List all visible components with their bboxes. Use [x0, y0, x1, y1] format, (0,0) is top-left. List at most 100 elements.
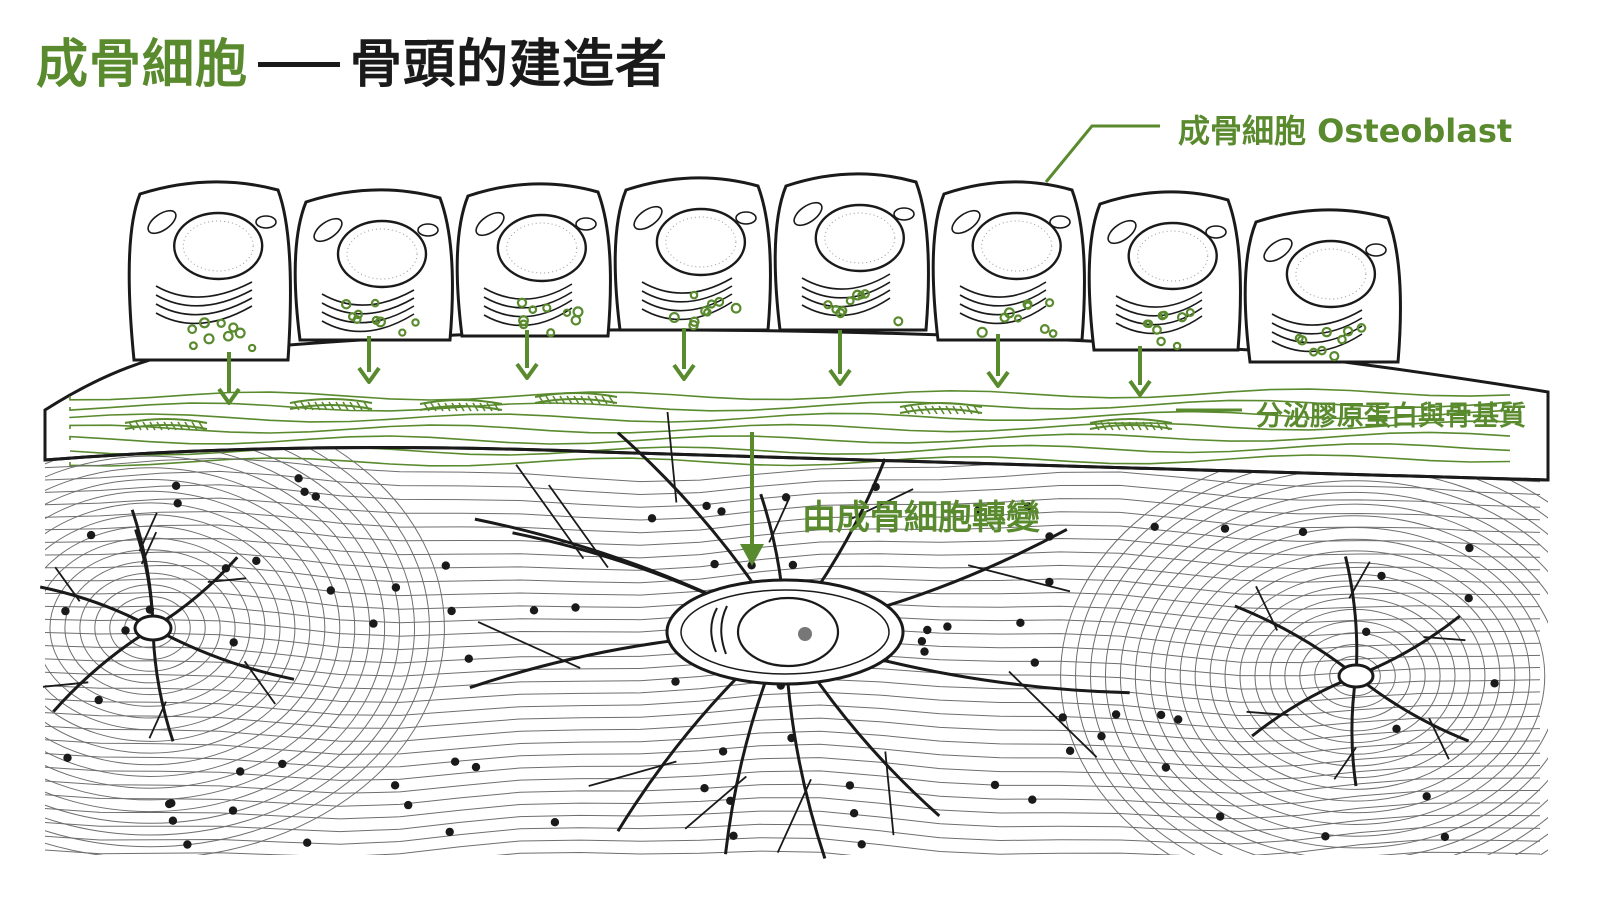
osteoblast-cell: [293, 188, 454, 342]
bone-dot: [1216, 812, 1225, 821]
bone-dot: [1362, 627, 1371, 636]
secretion-granule: [860, 289, 870, 299]
bone-dot: [700, 784, 709, 793]
bone-dot: [168, 816, 178, 825]
collagen-fibers: [124, 392, 1173, 431]
secretion-granule: [1156, 336, 1166, 347]
osteocyte-center: [469, 411, 1130, 859]
secretion-granule: [1342, 326, 1354, 337]
secretion-granule: [1356, 323, 1367, 333]
bone-dot: [1023, 502, 1033, 511]
secretion-granule: [411, 318, 420, 327]
secretion-granule: [1176, 312, 1188, 323]
secretion-granule: [187, 324, 198, 335]
secretion-granule: [1321, 326, 1332, 338]
title-highlight: 成骨細胞: [36, 35, 249, 95]
bone-dot: [550, 818, 560, 827]
bone-dot: [729, 831, 738, 840]
bone-dot: [1298, 527, 1308, 537]
bone-dot: [171, 481, 181, 490]
bone-dot: [647, 514, 657, 523]
bone-dot: [165, 799, 174, 809]
bone-dot: [228, 806, 238, 815]
secretion-arrow: [1128, 346, 1152, 397]
secretion-granule: [1152, 325, 1162, 335]
secretion-granule: [976, 326, 988, 338]
bone-dot: [990, 780, 1000, 790]
bone-dot: [1321, 832, 1330, 841]
osteoblast-cell: [455, 182, 612, 338]
secretion-granule: [375, 316, 386, 328]
secretion-granule: [703, 308, 712, 317]
secretion-granule: [1022, 299, 1033, 310]
secretion-granule: [893, 316, 904, 327]
osteoid-layer: [43, 328, 1550, 482]
secretion-granule: [1048, 329, 1058, 338]
secretion-granule: [857, 291, 866, 300]
bone-dot: [278, 759, 287, 769]
bone-dot: [718, 747, 728, 756]
secretion-arrow: [828, 330, 852, 386]
secretion-granule: [1309, 347, 1319, 357]
collagen-fiber: [1089, 418, 1173, 431]
bone-dot: [1392, 724, 1401, 733]
secretion-arrow: [217, 352, 241, 405]
osteoblast-label: 成骨細胞 Osteoblast: [1178, 112, 1513, 150]
bone-dot: [788, 560, 798, 570]
bone-dot: [943, 622, 952, 631]
bone-dot: [1490, 679, 1499, 688]
osteoblast-cell: [773, 172, 930, 332]
secretion-granule: [730, 302, 742, 314]
bone-dot: [391, 583, 401, 592]
secretion-granule: [234, 327, 246, 339]
bone-dot: [445, 827, 454, 837]
secretion-granule: [228, 322, 239, 333]
secretion-granule: [845, 296, 855, 306]
secretion-granule: [1337, 334, 1347, 345]
bone-dot: [471, 762, 481, 772]
secretion-granule: [188, 341, 198, 351]
osteoblast-nucleus: [655, 207, 747, 277]
bone-dot: [920, 647, 929, 656]
collagen-fiber: [124, 418, 208, 431]
secretion-granule: [1013, 314, 1023, 323]
bone-dot: [86, 530, 96, 540]
osteoblast-nucleus: [1127, 221, 1218, 291]
secretion-granule: [1329, 350, 1340, 362]
osteoblast-cell: [127, 180, 292, 362]
bone-dot: [300, 487, 309, 496]
bone-dot: [1058, 713, 1068, 722]
bone-dot: [710, 559, 719, 569]
osteocyte-left: [39, 509, 295, 742]
secretion-granule: [340, 298, 352, 310]
secretion-granule: [1045, 298, 1055, 308]
bone-dot: [571, 603, 580, 612]
bone-dot: [717, 507, 726, 516]
bone-dot: [529, 606, 539, 615]
secretion-granule: [562, 308, 572, 318]
osteoblast-nucleus: [336, 219, 428, 289]
bone-dot: [1097, 732, 1106, 741]
transform-label: 由成骨細胞轉變: [802, 498, 1040, 538]
bone-dot: [94, 695, 103, 705]
bone-dot: [441, 561, 450, 570]
secretion-granule: [700, 305, 711, 317]
secretion-granule: [516, 297, 528, 308]
bone-dot: [917, 637, 927, 646]
collagen-fiber: [419, 399, 503, 412]
secretion-granule: [837, 305, 848, 316]
osteoblast-nucleus: [1285, 239, 1377, 309]
secretion-granule: [1317, 345, 1327, 356]
secretion-granule: [1157, 310, 1168, 321]
bone-dot: [390, 781, 400, 790]
bone-dot: [1174, 715, 1183, 724]
bone-dot: [1156, 710, 1166, 720]
secretion-granule: [203, 333, 215, 345]
osteoblast-cell: [1087, 190, 1242, 352]
secretion-arrow: [672, 328, 696, 381]
secretion-granule: [542, 303, 552, 313]
bone-dot: [326, 586, 335, 595]
secretion-granule: [668, 311, 680, 324]
bone-dot: [447, 606, 456, 616]
secretion-granule: [1144, 319, 1154, 329]
